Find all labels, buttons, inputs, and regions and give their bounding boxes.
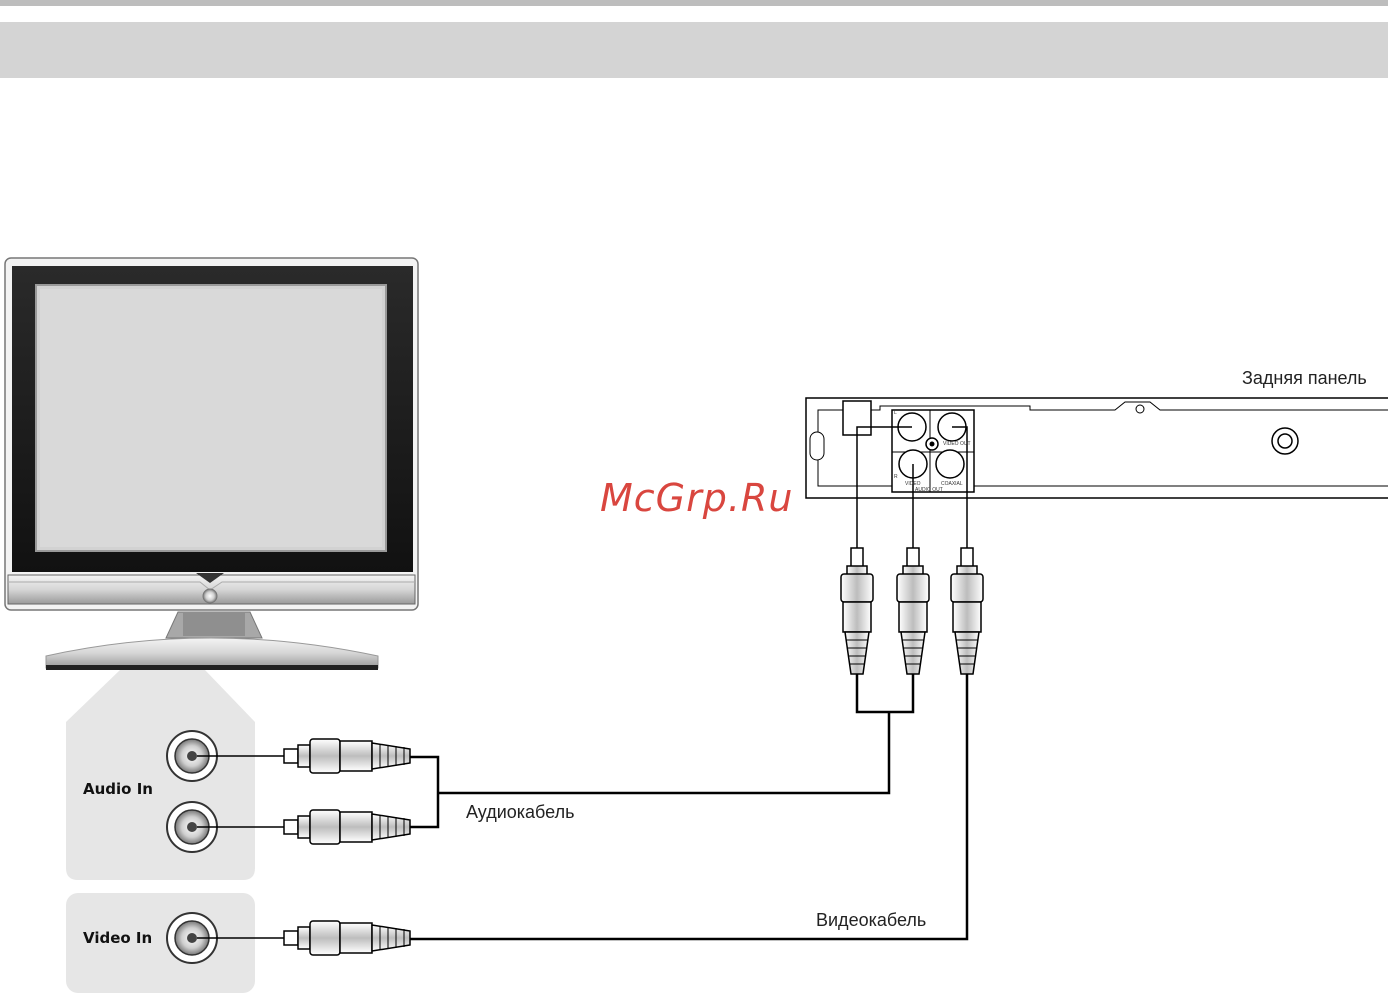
jack-label-audio-out: AUDIO OUT — [915, 487, 943, 493]
rca-plug-player-audio-l — [840, 547, 874, 675]
rca-plug-audio-upper — [197, 738, 411, 774]
tv — [4, 257, 419, 670]
rca-plug-player-video — [950, 547, 984, 675]
wire-audio-l-top — [856, 426, 912, 548]
audio-cable-merge — [855, 674, 915, 714]
video-cable — [410, 674, 969, 941]
jack-label-l: L — [894, 410, 897, 416]
jack-label-r: R — [894, 474, 898, 480]
rca-plug-audio-lower — [197, 809, 411, 845]
audio-cable-split — [410, 755, 440, 829]
tv-screen-inner — [40, 289, 382, 547]
tv-video-jack — [166, 912, 218, 964]
tv-stand-base — [45, 637, 379, 669]
rear-panel-label: Задняя панель — [1242, 368, 1367, 388]
player-jack-coaxial — [935, 449, 965, 479]
tv-audio-jack-lower — [166, 801, 218, 853]
top-rule — [0, 0, 1388, 6]
video-cable-label: Видеокабель — [816, 910, 927, 930]
wire-video-top — [952, 426, 968, 548]
jack-label-video: VIDEO — [905, 481, 921, 487]
tv-logo-notch — [196, 573, 224, 583]
jack-label-video-out: VIDEO OUT — [943, 441, 971, 447]
tv-power-button — [202, 588, 218, 604]
rca-plug-player-audio-r — [896, 547, 930, 675]
audio-cable-label: Аудиокабель — [466, 802, 575, 822]
tv-audio-jack-upper — [166, 730, 218, 782]
watermark: McGrp.Ru — [600, 476, 794, 520]
rca-plug-video-tv — [197, 920, 411, 956]
tv-audio-port-panel — [66, 670, 255, 880]
header-band — [0, 22, 1388, 78]
audio-cable — [438, 712, 891, 795]
video-in-label: Video In — [83, 929, 153, 947]
audio-in-label: Audio In — [83, 780, 153, 798]
jack-label-coaxial: COAXIAL — [941, 481, 963, 487]
